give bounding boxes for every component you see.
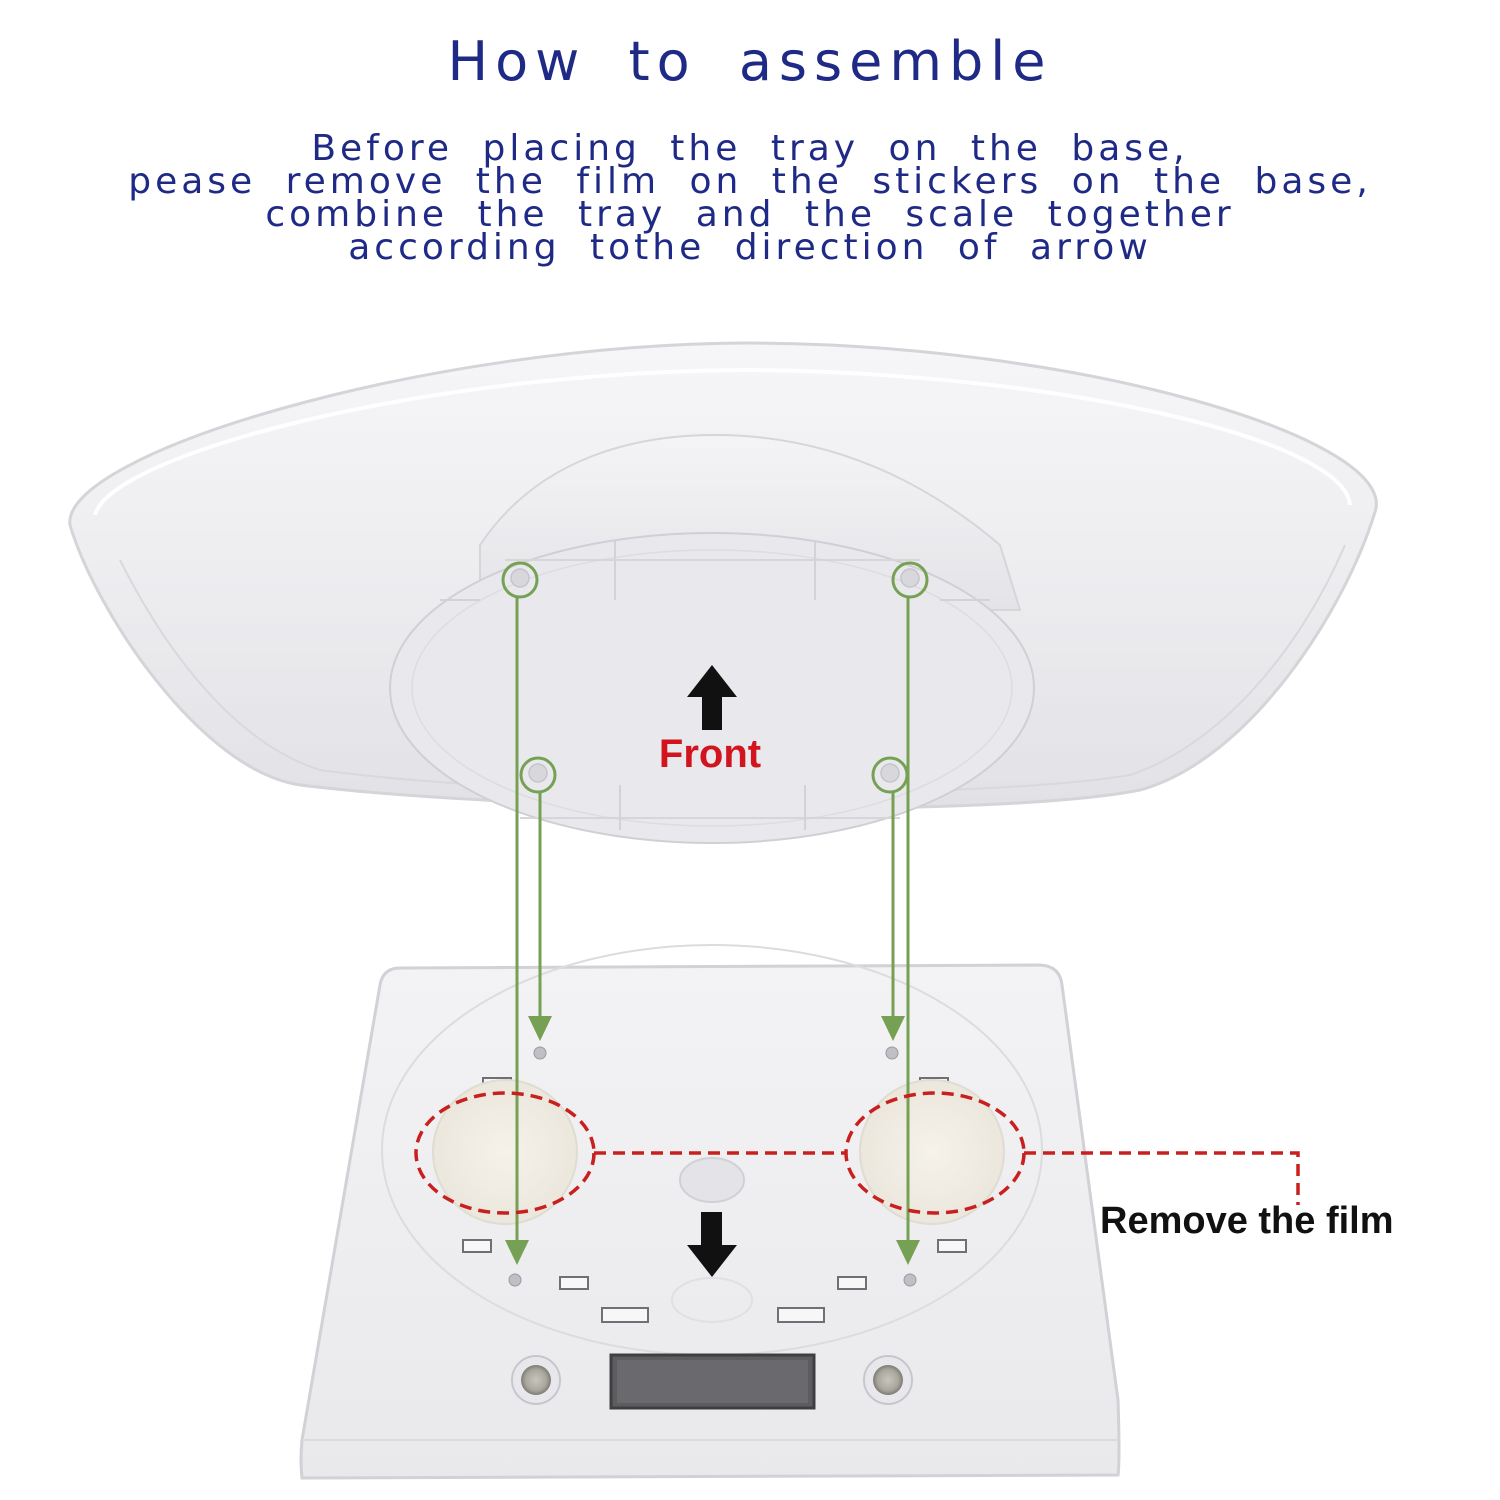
instruction-line-1: Before placing the tray on the base, — [311, 128, 1189, 169]
instruction-line-3: combine the tray and the scale together — [265, 194, 1235, 235]
arrowhead-rear-left — [528, 1016, 552, 1041]
guide-arrowheads — [505, 1016, 920, 1265]
scale-base — [299, 944, 1121, 1480]
remove-film-label: Remove the film — [1100, 1200, 1394, 1242]
arrowhead-front-right — [896, 1240, 920, 1265]
instruction-line-2: pease remove the film on the stickers on… — [128, 161, 1372, 202]
callout-leader — [1024, 1151, 1300, 1205]
front-label: Front — [658, 732, 762, 776]
peg-marker-front-right — [891, 561, 929, 599]
up-arrow-icon — [687, 665, 737, 730]
page-title: How to assemble — [447, 30, 1053, 93]
arrowhead-rear-right — [881, 1016, 905, 1041]
arrowhead-front-left — [505, 1240, 529, 1265]
alignment-guides — [501, 561, 929, 1248]
peg-marker-rear-left — [519, 756, 557, 794]
instructions: Before placing the tray on the base, pea… — [0, 128, 1500, 268]
instruction-line-4: according tothe direction of arrow — [348, 227, 1152, 268]
peg-marker-front-left — [501, 561, 539, 599]
film-callout — [414, 1091, 1300, 1215]
down-arrow-icon — [687, 1212, 737, 1277]
